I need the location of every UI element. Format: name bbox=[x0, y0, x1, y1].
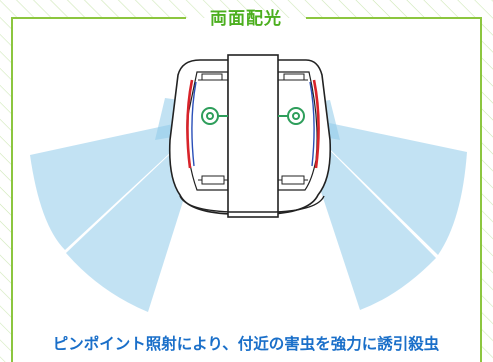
right-red-strip bbox=[312, 79, 320, 169]
left-lamp bbox=[201, 107, 228, 125]
left-blue-strip bbox=[191, 81, 197, 167]
center-column bbox=[227, 54, 279, 218]
diagram-caption: ピンポイント照射により、付近の害虫を強力に誘引殺虫 bbox=[53, 334, 440, 353]
device-base bbox=[179, 195, 325, 213]
diagram-title: 両面配光 bbox=[210, 8, 282, 29]
left-top-slot bbox=[201, 73, 223, 81]
left-side-panel bbox=[186, 71, 229, 191]
right-beam-upper bbox=[296, 116, 467, 255]
frame-border bbox=[11, 17, 482, 362]
right-lamp bbox=[278, 107, 305, 125]
right-blue-strip bbox=[309, 81, 315, 167]
left-red-strip bbox=[186, 79, 194, 169]
right-bottom-slot bbox=[281, 175, 305, 185]
left-bottom-slot bbox=[201, 175, 225, 185]
right-beam-lower bbox=[296, 116, 436, 310]
trap-device bbox=[168, 54, 332, 218]
left-beam-upper bbox=[30, 116, 210, 250]
right-top-slot bbox=[283, 73, 305, 81]
